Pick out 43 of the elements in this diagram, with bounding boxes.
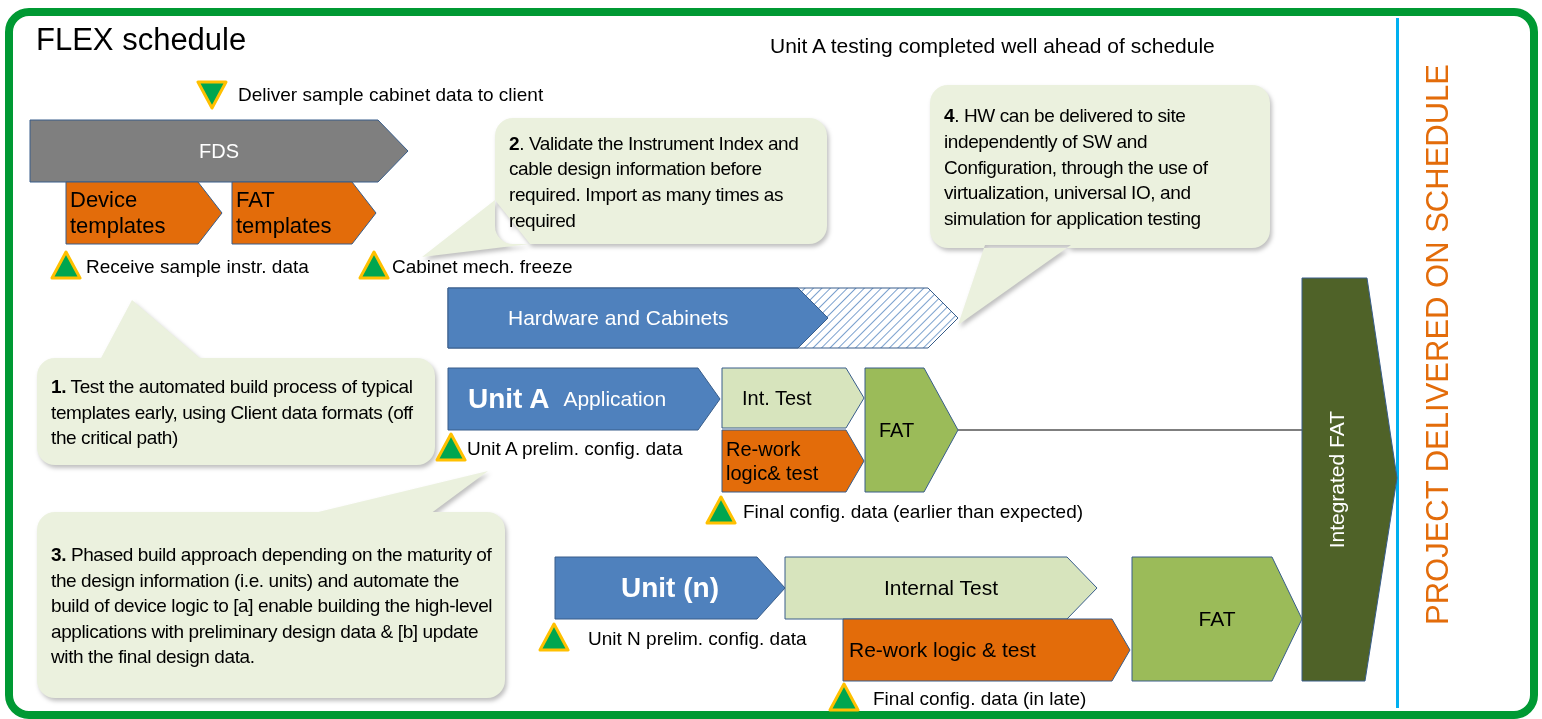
task-label: Int. Test — [742, 386, 812, 410]
callout-text: 2. Validate the Instrument Index and cable design information before required. Import as many times as required — [509, 131, 800, 233]
task-label: Re-work logic& test — [726, 437, 820, 485]
task-bar — [1132, 557, 1302, 681]
milestone-label: Final config. data (in late) — [873, 688, 1087, 710]
task-label: FAT — [879, 418, 915, 442]
callout-bubble — [930, 85, 1270, 327]
task-bar — [722, 430, 864, 492]
vertical-banner-text: PROJECT DELIVERED ON SCHEDULE — [1420, 63, 1456, 627]
milestone-label: Deliver sample cabinet data to client — [238, 84, 544, 106]
task-bar — [843, 619, 1130, 681]
task-label: Internal Test — [884, 575, 998, 601]
task-bar — [448, 368, 720, 430]
task-label: FAT — [1198, 606, 1236, 632]
diagram-title: FLEX schedule — [36, 22, 247, 58]
phase-bar — [30, 120, 408, 182]
phase-block — [1302, 278, 1397, 681]
task-label: Re-work logic & test — [849, 637, 1036, 663]
milestone-label: Final config. data (earlier than expected) — [743, 501, 1084, 523]
task-label: Device templates — [70, 186, 167, 240]
callout-text: 4. HW can be delivered to site independently of SW and Configuration, through the use of virtualization, universal IO, and simulation for application testing — [944, 104, 1209, 231]
milestone-label: Unit N prelim. config. data — [588, 628, 807, 650]
task-label: Hardware and Cabinets — [508, 305, 729, 331]
callout-bubble — [37, 298, 435, 467]
milestone-label: Receive sample instr. data — [86, 256, 309, 278]
callout-text: 1. Test the automated build process of typical templates early, using Client data formats (off the critical path) — [51, 375, 414, 451]
callout-bubble — [37, 468, 505, 698]
task-bar — [785, 557, 1097, 619]
status-note: Unit A testing completed well ahead of schedule — [770, 34, 1215, 58]
callout-text: 3. Phased build approach depending on the maturity of the design information (i.e. units) and automate the build of device logic to [a] enable building the high-level applications with preliminary design data & [b] update with the final design data. — [51, 542, 493, 670]
task-label: FDS — [199, 139, 239, 163]
task-label: Integrated FAT — [1325, 410, 1349, 549]
connector-line — [957, 429, 1303, 431]
task-label: Application — [563, 386, 667, 412]
task-label: Unit A — [468, 382, 550, 416]
task-bar — [722, 368, 864, 428]
task-bar — [555, 557, 785, 619]
task-label: FAT templates — [236, 186, 333, 240]
task-bar — [865, 368, 958, 492]
milestone-label: Cabinet mech. freeze — [392, 256, 573, 278]
task-bar — [448, 288, 958, 348]
task-label: Unit (n) — [621, 571, 719, 605]
milestone-label: Unit A prelim. config. data — [467, 438, 683, 460]
